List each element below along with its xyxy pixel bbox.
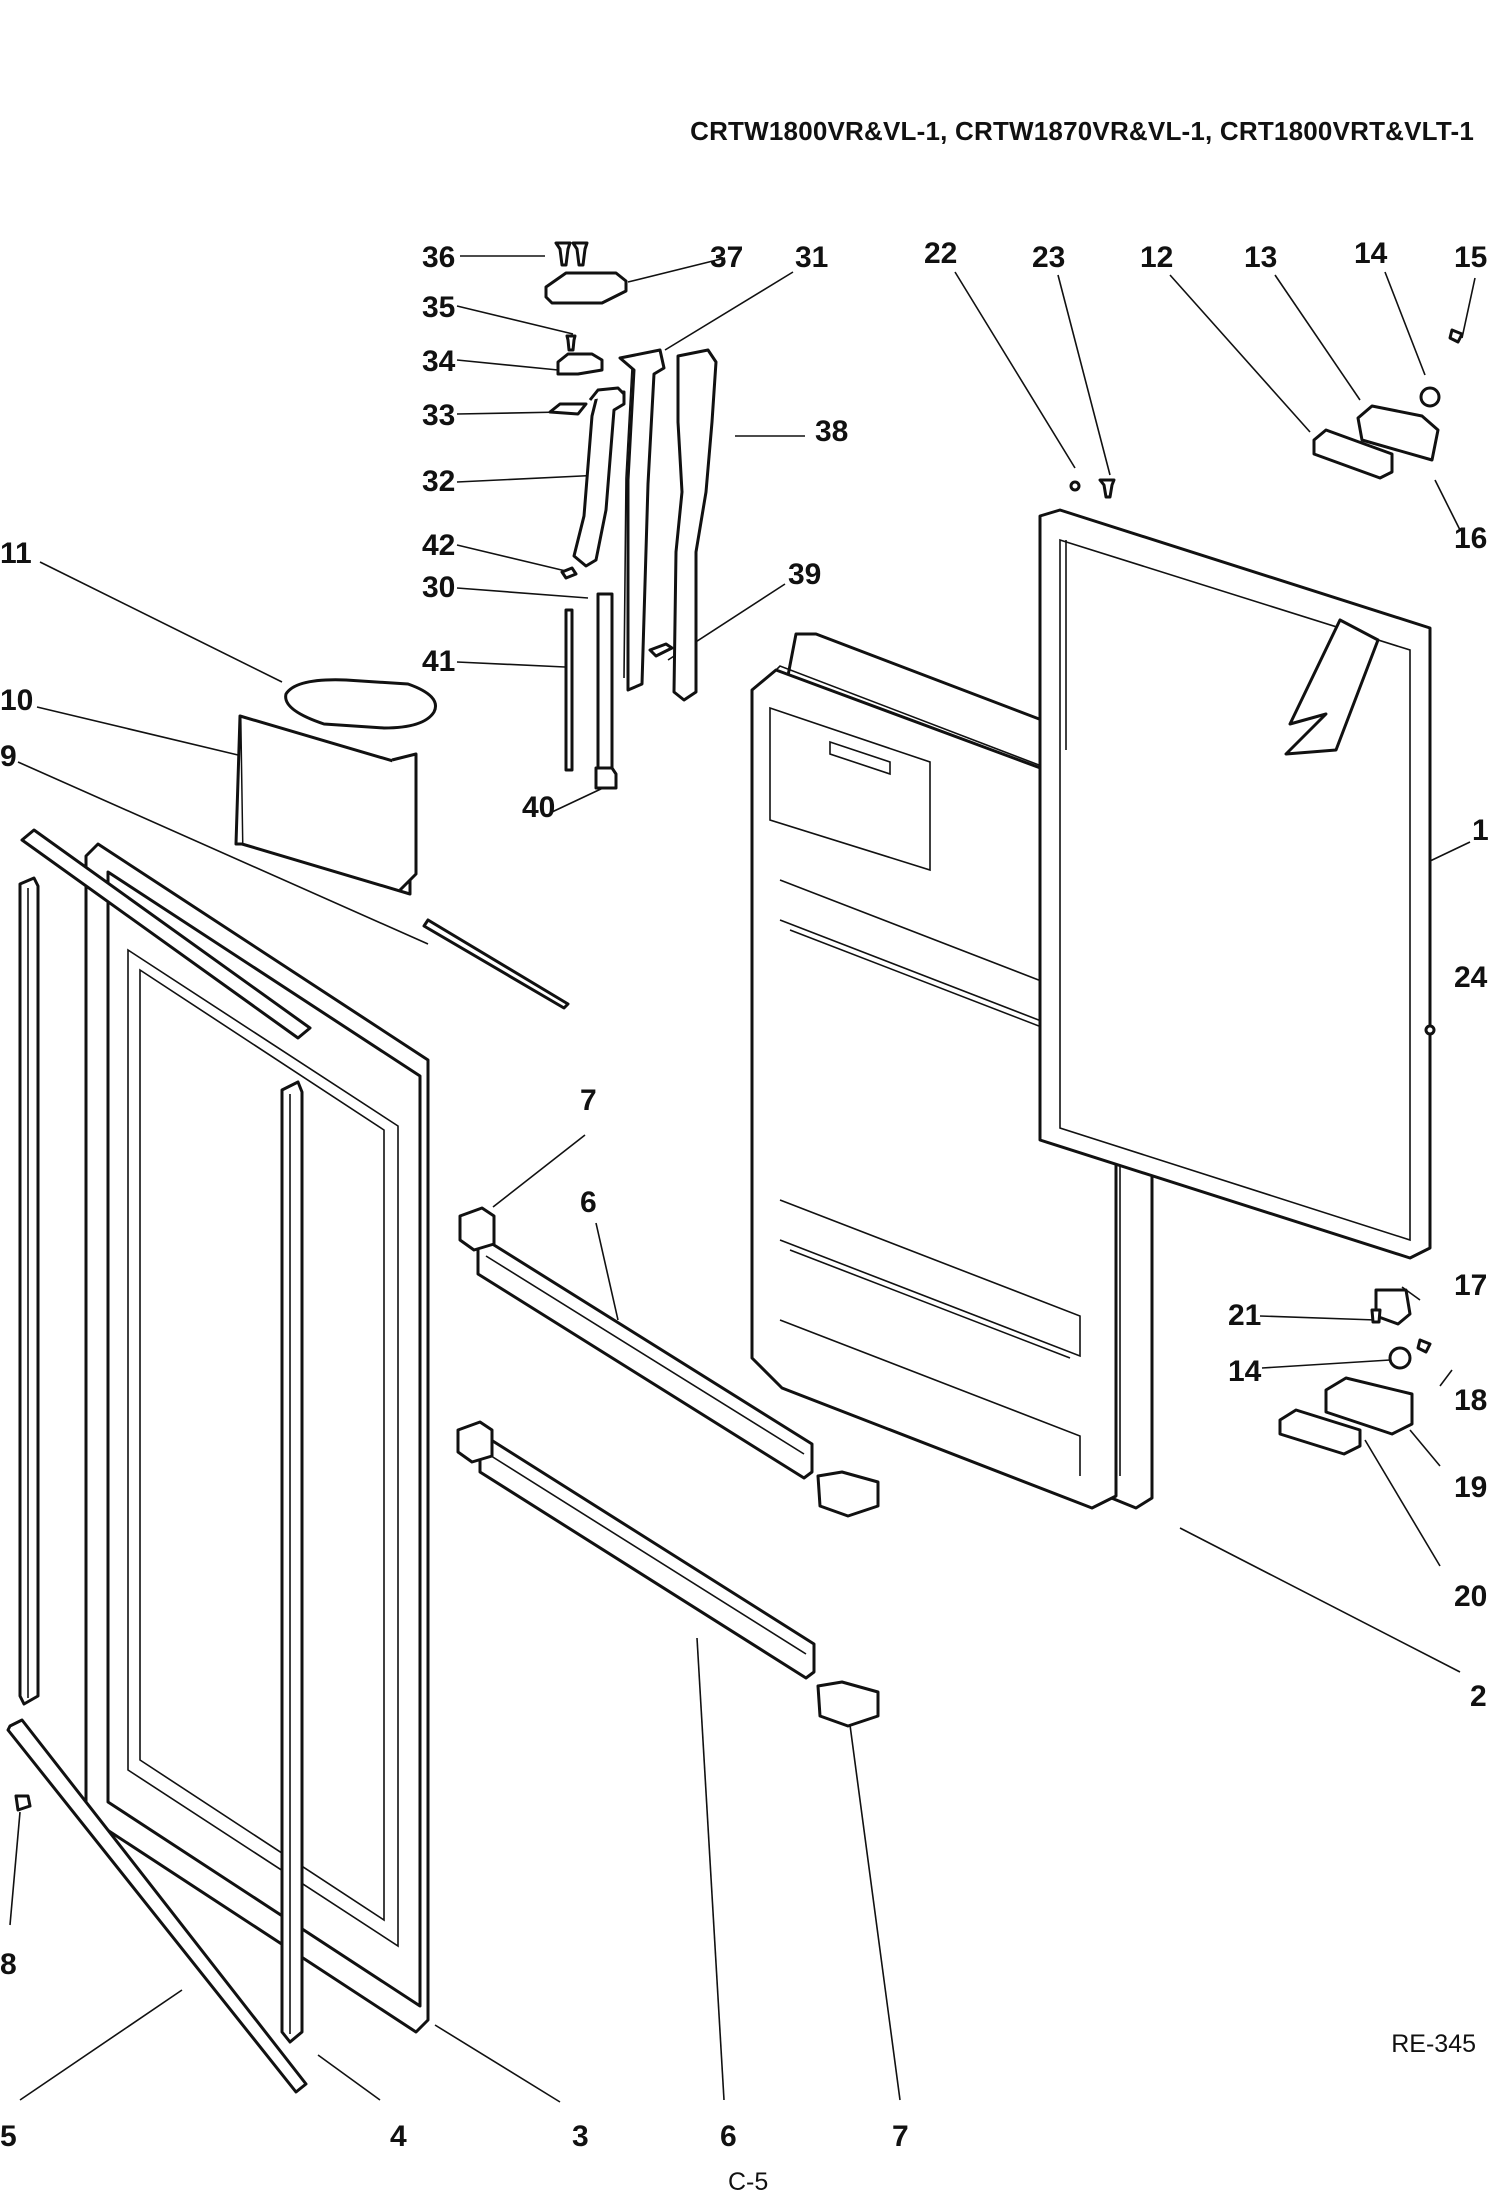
callout-labels: 36 37 31 22 23 12 13 14 15 35 34 38 33 3… xyxy=(0,237,1489,2153)
callout-5: 5 xyxy=(0,2120,17,2153)
callout-21: 21 xyxy=(1228,1299,1261,1332)
callout-7-upper: 7 xyxy=(580,1084,597,1117)
callout-41: 41 xyxy=(422,645,455,678)
callout-35: 35 xyxy=(422,291,455,324)
callout-11: 11 xyxy=(0,537,32,570)
bushing-14 xyxy=(1419,386,1441,408)
screw-23 xyxy=(1098,478,1116,499)
screw-39 xyxy=(648,642,674,658)
callout-34: 34 xyxy=(422,345,456,378)
callout-14-lower: 14 xyxy=(1228,1355,1262,1388)
gasket-3 xyxy=(84,842,430,2034)
callout-17: 17 xyxy=(1454,1269,1487,1302)
rod-41 xyxy=(564,608,574,772)
shelf-rail-6-lower xyxy=(478,1436,816,1680)
callout-32: 32 xyxy=(422,465,455,498)
page-number: C-5 xyxy=(728,2168,769,2196)
callout-39: 39 xyxy=(788,558,821,591)
callout-22: 22 xyxy=(924,237,957,270)
hinge-13 xyxy=(1356,404,1440,462)
end-cap-7c xyxy=(456,1420,494,1464)
rail-4 xyxy=(280,1080,304,2044)
rail-top xyxy=(20,828,312,1040)
rail-left xyxy=(18,876,40,1706)
model-list-header: CRTW1800VR&VL-1, CRTW1870VR&VL-1, CRT180… xyxy=(690,116,1474,146)
screw-21 xyxy=(1370,1308,1382,1324)
callout-30: 30 xyxy=(422,571,455,604)
callout-40: 40 xyxy=(522,791,555,824)
callout-9: 9 xyxy=(0,740,17,773)
callout-10: 10 xyxy=(0,684,33,717)
bushing-14-lower xyxy=(1388,1346,1412,1370)
hinge-19 xyxy=(1324,1376,1414,1436)
callout-3: 3 xyxy=(572,2120,589,2153)
handle-10 xyxy=(234,714,418,896)
handle-cap-11 xyxy=(284,678,437,730)
hinge-cover-34 xyxy=(556,352,604,376)
callout-8: 8 xyxy=(0,1948,17,1981)
bracket-32 xyxy=(572,386,626,568)
bracket-33 xyxy=(548,402,588,416)
callout-33: 33 xyxy=(422,399,455,432)
callout-14: 14 xyxy=(1354,237,1388,270)
washer-22 xyxy=(1069,480,1081,492)
hinge-pin-17 xyxy=(1374,1288,1412,1326)
callout-16: 16 xyxy=(1454,522,1487,555)
block-40 xyxy=(594,766,618,790)
strip-30 xyxy=(596,592,614,774)
rod-9 xyxy=(422,918,570,1010)
callout-6-lower: 6 xyxy=(720,2120,737,2153)
frame-31 xyxy=(618,348,666,692)
end-cap-7d xyxy=(816,1680,880,1728)
callout-4: 4 xyxy=(390,2120,407,2153)
plug-24 xyxy=(1424,1024,1436,1036)
callout-7-lower: 7 xyxy=(892,2120,909,2153)
callout-23: 23 xyxy=(1032,241,1065,274)
cap-37 xyxy=(544,271,628,305)
callout-1: 1 xyxy=(1472,814,1489,847)
callout-20: 20 xyxy=(1454,1580,1487,1613)
callout-37: 37 xyxy=(710,241,743,274)
callout-24: 24 xyxy=(1454,961,1488,994)
rail-5 xyxy=(6,1718,308,2094)
drawing-code: RE-345 xyxy=(1391,2030,1476,2058)
screw-42 xyxy=(560,566,578,580)
callout-2: 2 xyxy=(1470,1680,1487,1713)
hinge-pad-20 xyxy=(1278,1408,1362,1456)
callout-6-upper: 6 xyxy=(580,1186,597,1219)
screw-18 xyxy=(1416,1338,1432,1354)
callout-18: 18 xyxy=(1454,1384,1487,1417)
trim-38 xyxy=(672,348,718,702)
callout-15: 15 xyxy=(1454,241,1487,274)
leader-lines xyxy=(9,255,1476,2103)
inner-panel-1 xyxy=(1038,508,1432,1260)
screw-8 xyxy=(14,1794,32,1812)
end-cap-7b xyxy=(816,1470,880,1518)
callout-13: 13 xyxy=(1244,241,1277,274)
callout-36: 36 xyxy=(422,241,455,274)
callout-38: 38 xyxy=(815,415,848,448)
screw-15 xyxy=(1448,328,1464,344)
hinge-pad-12 xyxy=(1312,428,1394,480)
screw-36 xyxy=(554,241,589,267)
callout-42: 42 xyxy=(422,529,455,562)
callout-12: 12 xyxy=(1140,241,1173,274)
callout-19: 19 xyxy=(1454,1471,1487,1504)
screw-35 xyxy=(565,334,577,352)
end-cap-7a xyxy=(458,1206,496,1252)
callout-31: 31 xyxy=(795,241,828,274)
